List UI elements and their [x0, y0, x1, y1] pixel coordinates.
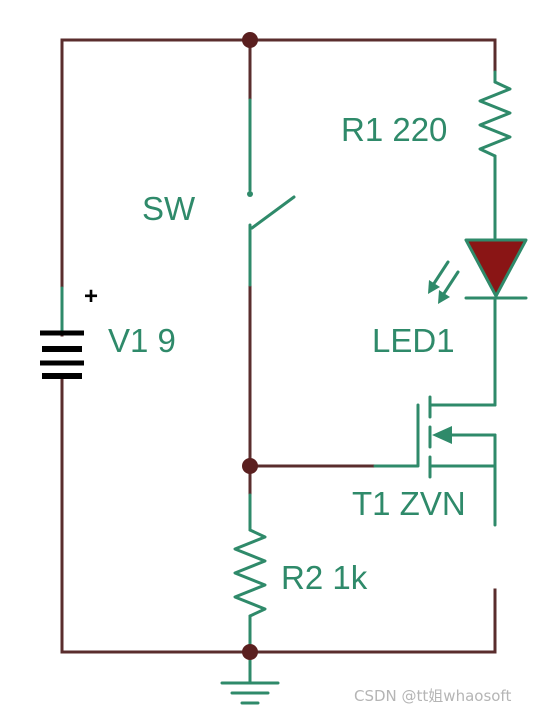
mosfet-gate-lead [373, 403, 420, 468]
mosfet-source-stub [428, 433, 497, 468]
mosfet-body-arrow [432, 426, 452, 444]
spst-switch-symbol [247, 98, 296, 287]
junction-node-top [242, 32, 258, 48]
r1-zigzag [478, 80, 512, 158]
resistor2-label: R2 1k [281, 559, 368, 596]
r2-zigzag [233, 528, 267, 618]
led-triangle [464, 238, 528, 298]
led-arrowhead-2 [438, 290, 450, 304]
watermark-text: CSDN @tt姐whaosoft [354, 687, 511, 705]
junction-node-ground [242, 644, 258, 660]
switch-blade [250, 195, 296, 230]
wires [60, 38, 497, 654]
resistor1-symbol [478, 70, 512, 240]
junction-node-gate [242, 458, 258, 474]
resistor1-label: R1 220 [341, 111, 447, 148]
battery-symbol [40, 286, 84, 379]
switch-contact [247, 191, 253, 197]
wire-top-rail [60, 38, 497, 337]
resistor2-symbol [233, 493, 267, 654]
n-channel-mosfet-symbol [373, 395, 497, 527]
led-diode-symbol [428, 238, 528, 407]
led-arrowhead-1 [428, 280, 440, 294]
led-arrow-2 [441, 270, 460, 297]
led-label: LED1 [372, 322, 455, 359]
switch-label: SW [142, 190, 196, 227]
battery-polarity-label: + [84, 283, 98, 310]
led-arrow-1 [431, 260, 450, 287]
transistor-label: T1 ZVN [352, 485, 466, 522]
battery-label: V1 9 [108, 322, 176, 359]
wire-bottom-rail [60, 373, 497, 654]
